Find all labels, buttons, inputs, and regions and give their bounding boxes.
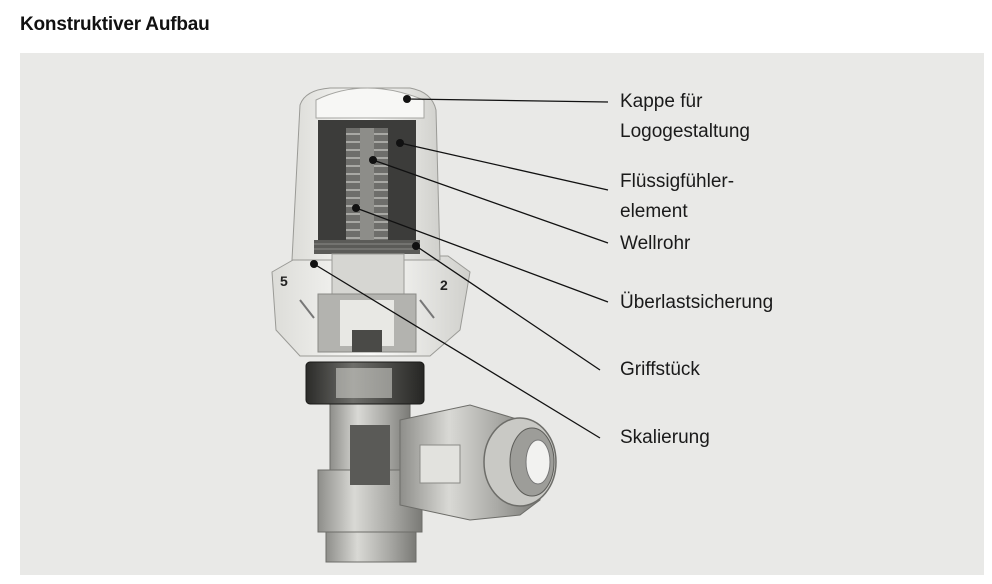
page-title: Konstruktiver Aufbau (20, 14, 210, 35)
label-fluessig-line1: Flüssigfühler- (620, 171, 735, 192)
dot-skalierung (310, 260, 318, 268)
leader-griff (415, 245, 601, 371)
dot-griff (412, 242, 420, 250)
label-wellrohr: Wellrohr (620, 233, 691, 254)
leader-wellrohr (372, 159, 609, 244)
dot-ueberlast (352, 204, 360, 212)
label-kappe-line1: Kappe für (620, 91, 703, 112)
leader-skalierung (313, 263, 601, 439)
leader-lines (313, 98, 609, 439)
valve-body (317, 399, 557, 563)
scale-mark-5: 5 (280, 273, 288, 289)
label-ueberlastsicherung: Überlastsicherung (620, 292, 774, 313)
label-griffstueck: Griffstück (620, 359, 700, 380)
label-kappe-line2: Logogestaltung (620, 121, 750, 142)
dot-wellrohr (369, 156, 377, 164)
scale-mark-2: 2 (440, 277, 448, 293)
union-nut (305, 361, 425, 405)
leader-fluessig (399, 142, 609, 191)
label-fluessigfuehler: Flüssigfühler- element (620, 167, 734, 227)
thermostat-head (271, 87, 471, 357)
leader-ueberlast (355, 207, 609, 303)
leader-kappe (406, 98, 609, 103)
leader-dots (310, 95, 420, 268)
bellows (346, 128, 388, 246)
dot-fluessig (396, 139, 404, 147)
dot-kappe (403, 95, 411, 103)
label-kappe: Kappe für Logogestaltung (620, 87, 750, 147)
label-skalierung: Skalierung (620, 427, 710, 448)
label-fluessig-line2: element (620, 201, 688, 222)
